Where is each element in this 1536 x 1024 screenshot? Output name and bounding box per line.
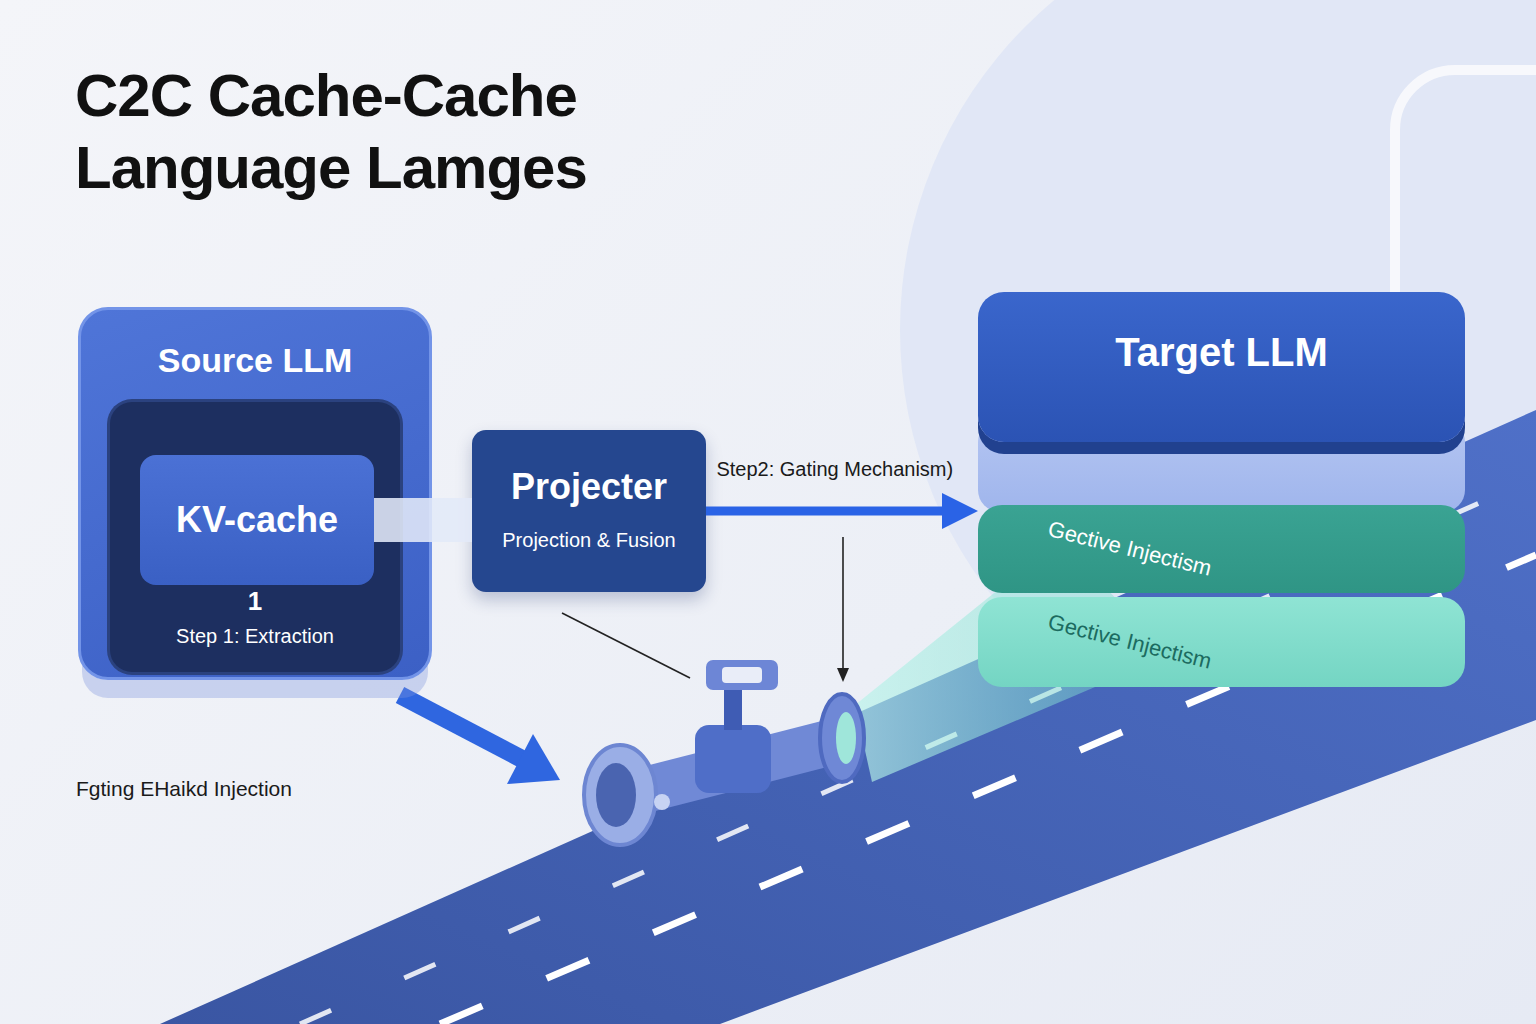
edge-label-box: Step2: Gating Mechanism) [716, 457, 953, 481]
leader-line [562, 613, 690, 678]
valve-bolt [654, 794, 670, 810]
layer-label: Gective Injectism [1045, 609, 1214, 675]
valve-flange [584, 745, 656, 845]
diagram-title: C2C Cache-Cache Language Lamges [75, 60, 795, 204]
valve-opening [596, 763, 636, 827]
valve-flange [820, 694, 864, 782]
step-number: 1 [248, 586, 262, 617]
valve-illustration [584, 660, 864, 845]
extraction-panel: 1Step 1: Extraction KV-cache [110, 402, 400, 672]
step-label: Step 1: Extraction [176, 624, 334, 648]
connector-bar [374, 498, 472, 542]
edge-label: Step2: Gating Mechanism) [716, 457, 953, 481]
valve-handle-hole [722, 667, 762, 683]
footer-note: Fgting EHaikd Injection [76, 776, 292, 801]
valve-outlet-glow [836, 712, 856, 764]
title-block: C2C Cache-Cache Language Lamges [75, 60, 795, 204]
flow-arrow-head [507, 734, 560, 784]
box-title: Target LLM [1115, 328, 1328, 376]
source-llm-box: Source LLM 1Step 1: Extraction KV-cache [78, 307, 432, 680]
connector-arrow [706, 507, 964, 516]
road-lane-marking [440, 555, 1536, 1024]
layer-label: Gective Injectism [1045, 516, 1214, 582]
box-subtitle: Projection & Fusion [502, 528, 675, 552]
flow-arrow-shaft [400, 695, 522, 759]
injection-layer: Gective Injectism [978, 597, 1465, 687]
valve-stem [724, 688, 742, 730]
injection-layer: Gective Injectism [978, 505, 1465, 593]
box-title: Source LLM [158, 340, 353, 381]
box-title: KV-cache [176, 498, 338, 541]
valve-body [695, 725, 771, 793]
label-box: Fgting EHaikd Injection [76, 776, 292, 801]
leader-arrow-shaft [842, 537, 844, 670]
valve-handle [706, 660, 778, 690]
kv-cache-box: KV-cache [140, 455, 374, 585]
box-title: Projecter [511, 465, 667, 508]
target-llm-stack: Target LLMGective InjectismGective Injec… [978, 292, 1465, 692]
leader-arrow-head [837, 668, 849, 682]
background-disc [900, 0, 1536, 760]
projector-box: ProjecterProjection & Fusion [472, 430, 706, 592]
